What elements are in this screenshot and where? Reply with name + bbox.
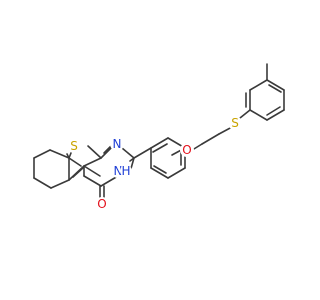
sulfur-thiophene-label: S (70, 139, 78, 153)
nitrogen-h-label: N (114, 164, 123, 178)
bonds (33, 63, 285, 201)
oxygen-ether-label: O (182, 143, 191, 157)
molecule-structure: S N N H O O S (33, 63, 285, 211)
oxygen-carbonyl-label: O (97, 197, 106, 211)
atom-labels: S N N H O O S (67, 116, 242, 211)
sulfur-thioether-label: S (231, 116, 239, 130)
nitrogen-ring-label: N (113, 137, 122, 151)
hydrogen-nh-label: H (121, 164, 130, 178)
